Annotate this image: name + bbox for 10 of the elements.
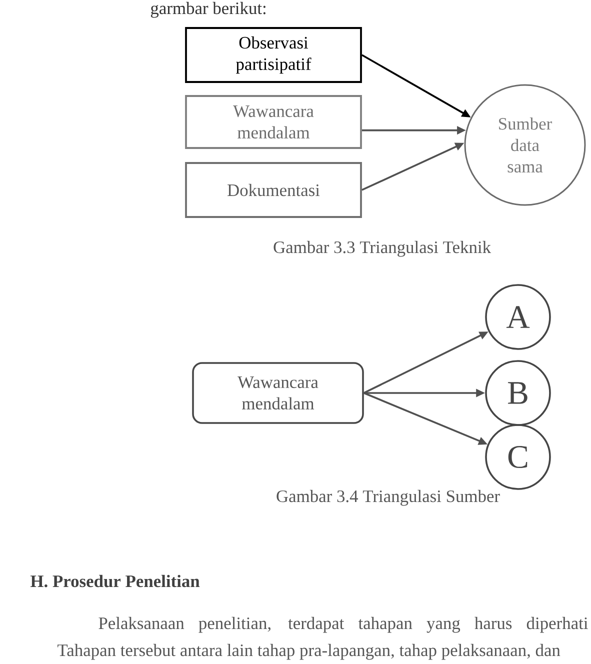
method-box: Observasi partisipatif [185, 27, 362, 83]
body-text: garmbar berikut: [150, 2, 266, 18]
section-heading: H. Prosedur Penelitian [30, 574, 200, 588]
figure-caption: Gambar 3.3 Triangulasi Teknik [274, 240, 492, 257]
interview-box: Wawancara mendalam [192, 362, 364, 424]
method-box: Dokumentasi [185, 162, 362, 218]
figure-caption: Gambar 3.4 Triangulasi Sumber [276, 490, 500, 506]
paragraph-text: Pelaksanaan penelitian, terdapat tahapan yang harus diperhati [98, 616, 588, 633]
method-box: Wawancara mendalam [185, 95, 362, 149]
paragraph-text: Tahapan tersebut antara lain tahap pra-lapangan, tahap pelaksanaan, dan [58, 644, 560, 660]
